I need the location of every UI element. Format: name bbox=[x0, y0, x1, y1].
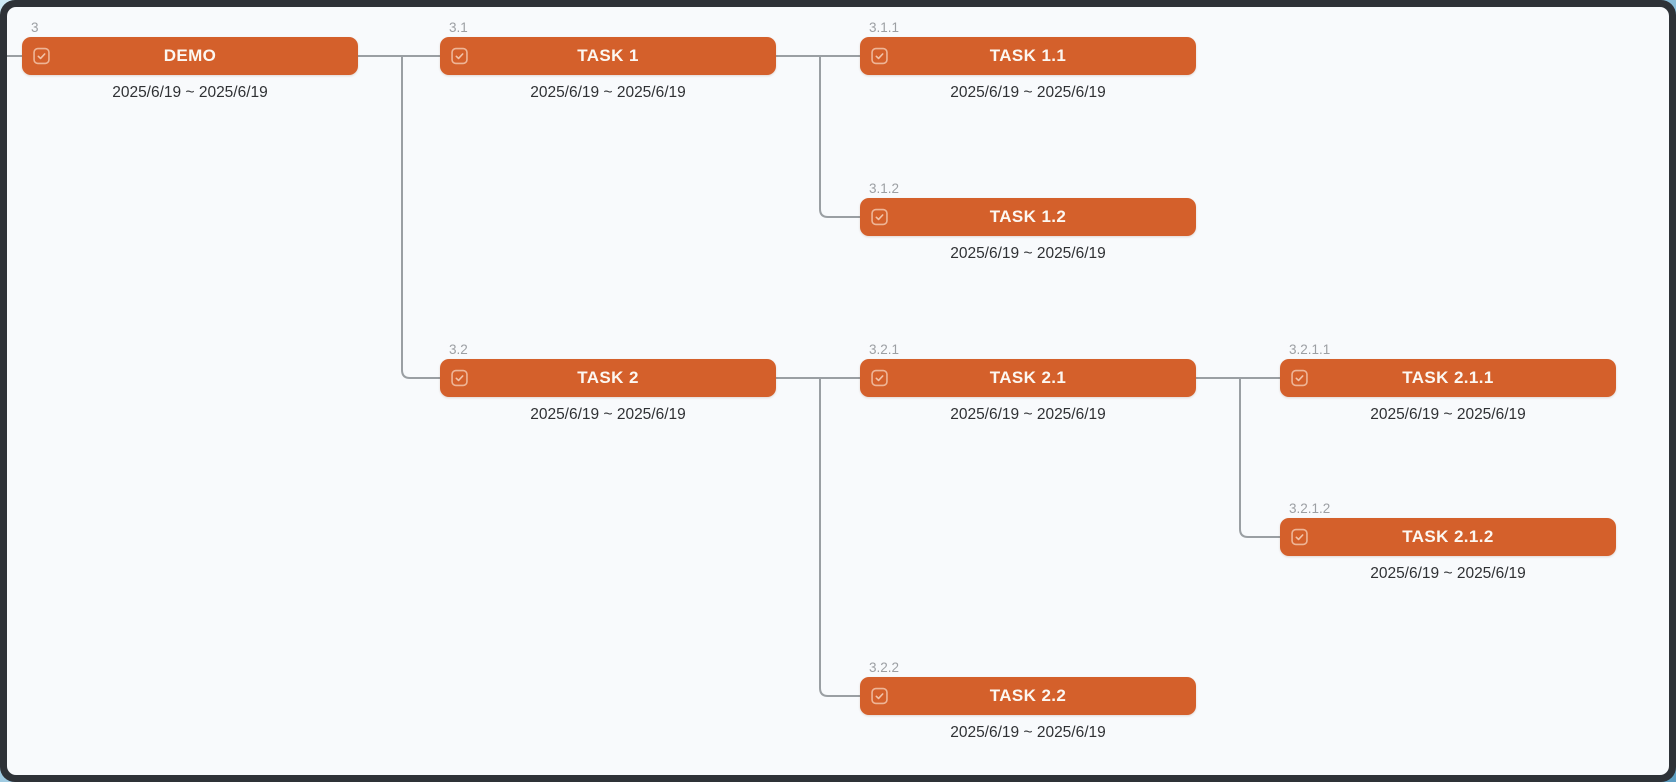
task-bar[interactable]: TASK 1 bbox=[440, 37, 776, 75]
task-bar[interactable]: TASK 1.1 bbox=[860, 37, 1196, 75]
checkbox-check-icon bbox=[451, 369, 468, 387]
task-date-range: 2025/6/19 ~ 2025/6/19 bbox=[950, 406, 1106, 423]
task-bar[interactable]: TASK 2.1.2 bbox=[1280, 518, 1616, 556]
task-bar[interactable]: DEMO bbox=[22, 37, 358, 75]
task-node-task21: 3.2.1 TASK 2.1 2025/6/19 ~ 2025/6/19 bbox=[860, 342, 1196, 423]
task-title: TASK 1 bbox=[577, 46, 639, 65]
task-title: TASK 2.1.1 bbox=[1402, 368, 1494, 387]
checkbox-check-icon bbox=[33, 47, 50, 65]
connector-task1-task12 bbox=[819, 56, 860, 218]
task-node-task22: 3.2.2 TASK 2.2 2025/6/19 ~ 2025/6/19 bbox=[860, 660, 1196, 741]
task-node-task211: 3.2.1.1 TASK 2.1.1 2025/6/19 ~ 2025/6/19 bbox=[1280, 342, 1616, 423]
task-bar[interactable]: TASK 2.2 bbox=[860, 677, 1196, 715]
wbs-number: 3.1 bbox=[449, 19, 468, 35]
checkbox-check-icon bbox=[871, 369, 888, 387]
task-node-task12: 3.1.2 TASK 1.2 2025/6/19 ~ 2025/6/19 bbox=[860, 181, 1196, 262]
connector-demo-task2 bbox=[401, 56, 440, 379]
wbs-number: 3.2.2 bbox=[869, 659, 900, 675]
task-date-range: 2025/6/19 ~ 2025/6/19 bbox=[950, 724, 1106, 741]
wbs-number: 3.1.1 bbox=[869, 19, 900, 35]
connector-task2-task22 bbox=[819, 378, 860, 697]
task-date-range: 2025/6/19 ~ 2025/6/19 bbox=[950, 245, 1106, 262]
task-bar[interactable]: TASK 1.2 bbox=[860, 198, 1196, 236]
task-title: TASK 2.1.2 bbox=[1402, 527, 1494, 546]
task-node-task212: 3.2.1.2 TASK 2.1.2 2025/6/19 ~ 2025/6/19 bbox=[1280, 501, 1616, 582]
task-bar[interactable]: TASK 2.1.1 bbox=[1280, 359, 1616, 397]
checkbox-check-icon bbox=[451, 47, 468, 65]
checkbox-check-icon bbox=[1291, 369, 1308, 387]
task-node-task11: 3.1.1 TASK 1.1 2025/6/19 ~ 2025/6/19 bbox=[860, 20, 1196, 101]
wbs-number: 3.2.1 bbox=[869, 341, 900, 357]
task-title: TASK 2.1 bbox=[989, 368, 1067, 387]
checkbox-check-icon bbox=[871, 47, 888, 65]
wbs-number: 3.2.1.2 bbox=[1289, 500, 1331, 516]
task-title: DEMO bbox=[163, 46, 217, 65]
task-node-task1: 3.1 TASK 1 2025/6/19 ~ 2025/6/19 bbox=[440, 20, 776, 101]
checkbox-check-icon bbox=[871, 687, 888, 705]
task-date-range: 2025/6/19 ~ 2025/6/19 bbox=[530, 406, 686, 423]
wbs-number: 3.1.2 bbox=[869, 180, 900, 196]
checkbox-check-icon bbox=[1291, 528, 1308, 546]
task-bar[interactable]: TASK 2 bbox=[440, 359, 776, 397]
task-date-range: 2025/6/19 ~ 2025/6/19 bbox=[1370, 565, 1526, 582]
task-title: TASK 1.1 bbox=[989, 46, 1067, 65]
wbs-number: 3 bbox=[31, 19, 39, 35]
task-bar[interactable]: TASK 2.1 bbox=[860, 359, 1196, 397]
task-date-range: 2025/6/19 ~ 2025/6/19 bbox=[112, 84, 268, 101]
connector-task21-task212 bbox=[1239, 378, 1280, 538]
wbs-canvas[interactable]: 3 DEMO 2025/6/19 ~ 2025/6/19 3.1 TASK 1 … bbox=[7, 7, 1669, 775]
task-date-range: 2025/6/19 ~ 2025/6/19 bbox=[1370, 406, 1526, 423]
task-title: TASK 2 bbox=[577, 368, 639, 387]
task-title: TASK 2.2 bbox=[989, 686, 1067, 705]
task-node-demo: 3 DEMO 2025/6/19 ~ 2025/6/19 bbox=[22, 20, 358, 101]
task-date-range: 2025/6/19 ~ 2025/6/19 bbox=[950, 84, 1106, 101]
task-date-range: 2025/6/19 ~ 2025/6/19 bbox=[530, 84, 686, 101]
wbs-number: 3.2.1.1 bbox=[1289, 341, 1331, 357]
checkbox-check-icon bbox=[871, 208, 888, 226]
wbs-number: 3.2 bbox=[449, 341, 468, 357]
task-title: TASK 1.2 bbox=[989, 207, 1067, 226]
task-node-task2: 3.2 TASK 2 2025/6/19 ~ 2025/6/19 bbox=[440, 342, 776, 423]
